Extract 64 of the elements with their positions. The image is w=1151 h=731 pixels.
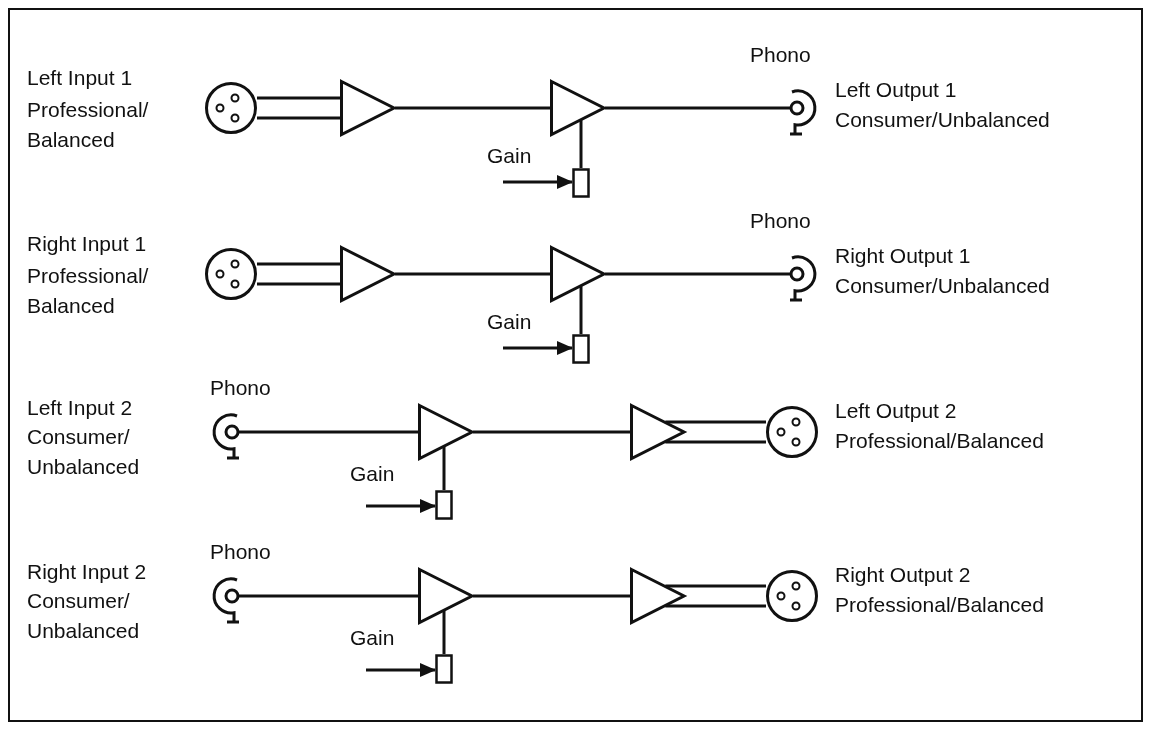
balanced-line [663, 584, 768, 608]
arrow [503, 175, 573, 189]
phono-jack-symbol [213, 574, 239, 624]
amplifier-triangle [340, 246, 395, 302]
signal-line [579, 120, 583, 168]
phono-jack-symbol [790, 86, 816, 136]
input-label: Right Input 1 [27, 231, 147, 257]
xlr-connector-symbol [205, 248, 257, 300]
amplifier-triangle [340, 80, 395, 136]
output-label: Right Output 2 [835, 562, 971, 588]
output-label: Left Output 2 [835, 398, 957, 424]
input-label: Professional/ Balanced [27, 97, 150, 153]
output-label: Consumer/Unbalanced [835, 107, 1050, 133]
balanced-line [663, 420, 768, 444]
amplifier-triangle [418, 568, 473, 624]
balanced-line [255, 262, 342, 286]
input-label: Consumer/ Unbalanced [27, 424, 141, 480]
gain-label: Gain [350, 461, 395, 487]
input-label: Left Input 2 [27, 395, 133, 421]
arrow [503, 341, 573, 355]
signal-line [239, 594, 418, 598]
input-label: Professional/ Balanced [27, 263, 150, 319]
arrow [366, 499, 436, 513]
output-label: Left Output 1 [835, 77, 957, 103]
gain-control-box [435, 654, 453, 684]
signal-line [605, 106, 790, 110]
signal-line [395, 272, 550, 276]
amplifier-triangle [550, 80, 605, 136]
output-label: Consumer/Unbalanced [835, 273, 1050, 299]
input-label: Consumer/ Unbalanced [27, 588, 141, 644]
signal-line [239, 430, 418, 434]
arrow [366, 663, 436, 677]
connector-type-label: Phono [210, 375, 271, 401]
signal-line [605, 272, 790, 276]
connector-type-label: Phono [210, 539, 271, 565]
gain-label: Gain [487, 309, 532, 335]
signal-line [473, 430, 630, 434]
xlr-connector-symbol [205, 82, 257, 134]
balanced-line [255, 96, 342, 120]
connector-type-label: Phono [750, 208, 811, 234]
output-label: Right Output 1 [835, 243, 971, 269]
gain-label: Gain [487, 143, 532, 169]
gain-control-box [572, 168, 590, 198]
signal-line [442, 446, 446, 490]
xlr-connector-symbol [766, 570, 818, 622]
connector-type-label: Phono [750, 42, 811, 68]
gain-label: Gain [350, 625, 395, 651]
gain-control-box [435, 490, 453, 520]
amplifier-triangle [418, 404, 473, 460]
amplifier-triangle [550, 246, 605, 302]
signal-line [442, 610, 446, 654]
output-label: Professional/Balanced [835, 428, 1044, 454]
amplifier-triangle [630, 568, 685, 624]
signal-line [579, 286, 583, 334]
input-label: Left Input 1 [27, 65, 133, 91]
phono-jack-symbol [790, 252, 816, 302]
gain-control-box [572, 334, 590, 364]
phono-jack-symbol [213, 410, 239, 460]
xlr-connector-symbol [766, 406, 818, 458]
signal-line [395, 106, 550, 110]
amplifier-triangle [630, 404, 685, 460]
output-label: Professional/Balanced [835, 592, 1044, 618]
input-label: Right Input 2 [27, 559, 147, 585]
signal-line [473, 594, 630, 598]
